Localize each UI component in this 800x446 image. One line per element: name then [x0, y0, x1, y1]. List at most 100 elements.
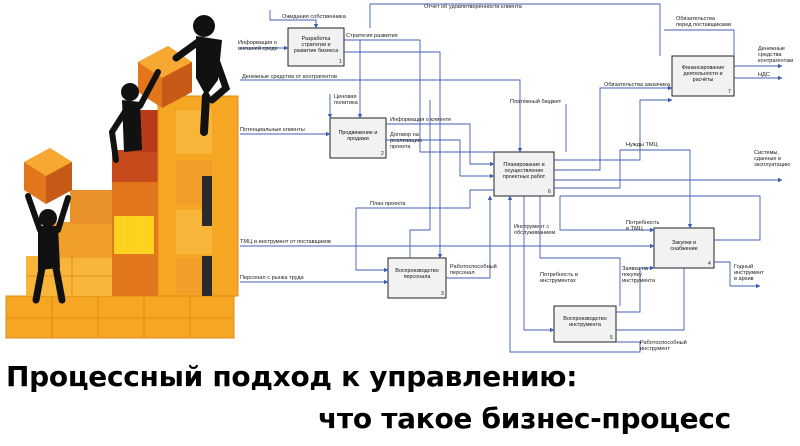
box-6-label-1: Планирование и [503, 162, 544, 168]
label-tool-service-2: обслуживанием [514, 230, 555, 236]
label-contract-3: проекта [390, 144, 411, 150]
label-capable-staff-1: Работоспособный [450, 263, 497, 270]
box-4-label-2: снабжение [670, 246, 697, 252]
label-potential-clients: Потенциальные клиенты [240, 127, 305, 133]
figure-top [138, 15, 231, 136]
box-2-label-1: Продвижение и [339, 130, 378, 136]
label-info-clients: Информация о клиенте [390, 117, 451, 123]
label-client-obligations: Обязательства заказчика [604, 82, 671, 88]
label-money-to-counterparties-2: средства [758, 52, 782, 58]
headline-line-2: что такое бизнес-процесс [318, 402, 731, 435]
label-purchase-request-1: Заявка на [622, 266, 649, 272]
label-capable-staff-2: персонал [450, 270, 475, 276]
label-systems-1: Системы, [754, 150, 779, 156]
box-2-num: 2 [381, 151, 384, 157]
label-price-policy-1: Ценовая [334, 94, 357, 100]
label-money-from-clients: Денежные средства от контрагентов [242, 74, 337, 80]
label-tmc-request-2: в ТМЦ [626, 226, 644, 232]
box-4-label-1: Закупки и [672, 240, 696, 246]
label-labor-market: Персонал с рынка труда [240, 275, 305, 281]
label-external-info-2: внешней среде [238, 45, 278, 52]
box-1-label-3: развитие бизнеса [294, 48, 339, 54]
label-tmc-from-suppliers: ТМЦ и инструмент от поставщиков [240, 239, 331, 245]
label-price-policy-2: политика [334, 100, 359, 106]
figure-middle [108, 69, 161, 163]
label-strategy: Стратегия развития [346, 33, 398, 39]
label-tmc-needs: Нужды ТМЦ [626, 142, 659, 148]
label-systems-2: сданные в [754, 156, 781, 162]
box-7-label-3: расчёты [693, 77, 714, 83]
label-purchase-request-3: инструмента [622, 278, 656, 284]
flow-arrows [240, 3, 783, 353]
label-supplier-obligations-2: перед поставщиками [676, 22, 731, 28]
label-vat: НДС [758, 72, 770, 78]
label-tool-needs-2: инструментах [540, 278, 576, 284]
box-4-num: 4 [708, 261, 711, 267]
box-1-num: 1 [339, 59, 342, 65]
label-payment-budget: Платёжный бюджет [510, 98, 562, 105]
box-1-label-1: Разработка [302, 36, 331, 42]
label-contract-2: реализацию [390, 138, 422, 144]
box-3-label-2: персонала [404, 274, 431, 280]
box-3-num: 3 [441, 291, 444, 297]
box-6-label-3: проектных работ [503, 174, 546, 180]
label-tmc-request-1: Потребность [626, 220, 659, 226]
box-5-label-2: инструмента [569, 322, 601, 328]
label-capable-tool-2: инструмент [640, 346, 670, 352]
label-tool-needs-1: Потребность в [540, 272, 578, 278]
box-3-label-1: Воспроизводство [395, 268, 438, 274]
box-5-label-1: Воспроизводство [563, 316, 606, 322]
box-7-num: 7 [728, 89, 731, 95]
label-external-info-1: Информация о [238, 40, 277, 46]
label-purchase-request-2: покупку [622, 272, 642, 278]
label-project-plan: План проекта [370, 201, 406, 207]
box-5-num: 5 [610, 335, 613, 341]
label-tools-archive-2: инструмент [734, 270, 764, 276]
label-report-efficiency: Отчёт об удовлетворённости клиента [424, 4, 523, 10]
label-tools-archive-1: Годный [734, 263, 753, 270]
label-systems-3: эксплуатацию [754, 162, 790, 168]
label-tools-archive-3: в архив [734, 276, 754, 282]
label-money-to-counterparties-3: контрагентам [758, 58, 793, 64]
label-money-to-counterparties-1: Денежные [758, 46, 785, 52]
box-1-label-2: стратегии и [302, 42, 331, 48]
label-supplier-obligations-1: Обязательства [676, 16, 716, 22]
box-6-num: 6 [548, 189, 551, 195]
label-capable-tool-1: Работоспособный [640, 339, 687, 346]
box-7-label-1: Финансирование [682, 65, 725, 71]
box-2-label-2: продажи [347, 136, 369, 142]
box-6-label-2: осуществление [505, 168, 544, 174]
figure-bottom [24, 148, 72, 304]
label-owner-expectations: Ожидания собственника [282, 14, 347, 20]
label-contract-1: Договор на [390, 132, 420, 138]
